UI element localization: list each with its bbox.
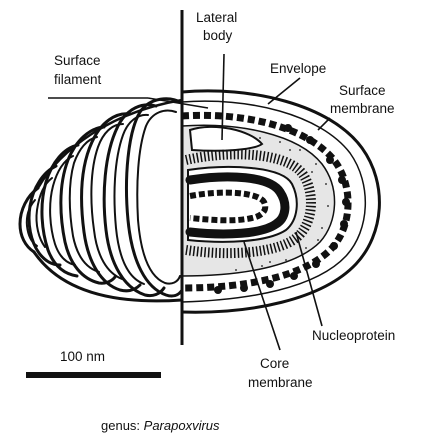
caption-prefix: genus: (101, 418, 144, 433)
caption-genus: Parapoxvirus (144, 418, 220, 433)
scale-bar: 100 nm (26, 349, 161, 378)
label-surface-filament-2: filament (54, 72, 102, 87)
label-core-membrane-2: membrane (248, 375, 313, 390)
external-surface-filaments (20, 99, 184, 301)
label-envelope: Envelope (270, 61, 326, 76)
sectioned-virion (182, 91, 379, 312)
scale-bar-line (26, 372, 161, 378)
label-lateral-body-2: body (203, 28, 233, 43)
scale-bar-label: 100 nm (60, 349, 105, 364)
label-surface-filament-1: Surface (54, 53, 101, 68)
label-surface-membrane-2: membrane (330, 101, 395, 116)
label-nucleoprotein: Nucleoprotein (312, 328, 395, 343)
label-core-membrane-1: Core (260, 356, 289, 371)
caption: genus: Parapoxvirus (101, 418, 220, 433)
label-surface-membrane-1: Surface (339, 83, 386, 98)
label-lateral-body-1: Lateral (196, 10, 237, 25)
